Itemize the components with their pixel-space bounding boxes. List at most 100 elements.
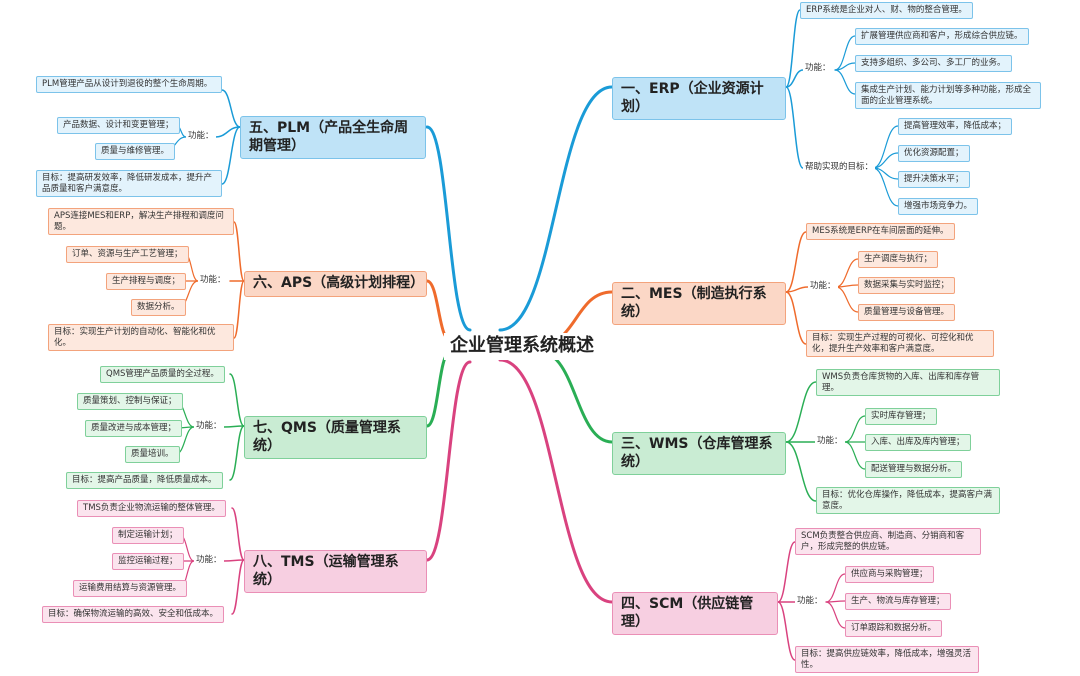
aps-function-item: 数据分析。	[131, 299, 186, 316]
connector-line	[825, 601, 846, 629]
mes-function-item: 质量管理与设备管理。	[858, 304, 956, 321]
branch-erp: 一、ERP（企业资源计划）	[612, 77, 786, 120]
erp-goal-item: 优化资源配置；	[898, 145, 970, 162]
scm-function-item: 订单跟踪和数据分析。	[845, 620, 943, 637]
mes-functions-label: 功能：	[808, 281, 838, 292]
connector-line	[835, 286, 859, 313]
wms-description: WMS负责仓库货物的入库、出库和库存管理。	[816, 369, 1000, 397]
connector-line	[872, 167, 899, 207]
qms-function-item: 质量培训。	[125, 446, 180, 463]
erp-functions-label: 功能：	[803, 63, 833, 74]
scm-description: SCM负责整合供应商、制造商、分销商和客户，形成完整的供应链。	[795, 528, 981, 556]
connector-line	[785, 291, 807, 345]
plm-functions-label: 功能：	[186, 131, 216, 142]
tms-function-item: 运输费用结算与资源管理。	[73, 580, 188, 597]
connector-line	[214, 126, 241, 138]
plm-function-item: 质量与维修管理。	[95, 143, 176, 160]
connector-line	[221, 126, 241, 185]
connector-line	[825, 573, 846, 603]
connector-line	[785, 286, 809, 293]
connector-line	[785, 9, 801, 88]
erp-function-item: 集成生产计划、能力计划等多种功能，形成全面的企业管理系统。	[855, 82, 1041, 110]
connector-line	[229, 425, 245, 481]
connector-line	[835, 258, 859, 288]
wms-function-item: 配送管理与数据分析。	[865, 461, 963, 478]
connector-line	[872, 152, 899, 169]
scm-functions-label: 功能：	[795, 596, 825, 607]
connector-line	[785, 69, 804, 88]
scm-function-item: 供应商与采购管理；	[845, 566, 934, 583]
connector-line	[844, 441, 866, 470]
connector-line	[785, 381, 817, 443]
erp-goal-item: 提高管理效率，降低成本；	[898, 118, 1013, 135]
scm-function-item: 生产、物流与库存管理；	[845, 593, 951, 610]
plm-function-item: 产品数据、设计和变更管理；	[57, 117, 180, 134]
connector-line	[425, 350, 452, 428]
connector-line	[834, 62, 856, 71]
mes-description: MES系统是ERP在车间层面的延伸。	[806, 223, 955, 240]
aps-functions-label: 功能：	[198, 275, 228, 286]
connector-line	[223, 425, 245, 428]
erp-goal-item: 提升决策水平；	[898, 171, 970, 188]
tms-function-item: 制定运输计划；	[112, 527, 184, 544]
mes-goal: 目标：实现生产过程的可视化、可控化和优化，提升生产效率和客户满意度。	[806, 330, 994, 358]
qms-function-item: 质量策划、控制与保证；	[77, 393, 183, 410]
connector-line	[229, 373, 245, 427]
erp-function-item: 扩展管理供应商和客户，形成综合供应链。	[855, 28, 1029, 45]
qms-goal: 目标：提高产品质量，降低质量成本。	[66, 472, 223, 489]
branch-aps: 六、APS（高级计划排程）	[244, 271, 427, 297]
erp-description: ERP系统是企业对人、财、物的整合管理。	[800, 2, 973, 19]
wms-function-item: 实时库存管理；	[865, 408, 937, 425]
connector-line	[223, 559, 245, 562]
connector-line	[785, 86, 804, 169]
qms-description: QMS管理产品质量的全过程。	[100, 366, 225, 383]
branch-plm: 五、PLM（产品全生命周期管理）	[240, 116, 426, 159]
connector-line	[777, 601, 796, 661]
connector-line	[425, 360, 472, 562]
connector-line	[844, 415, 866, 443]
connector-line	[498, 358, 614, 604]
qms-functions-label: 功能：	[194, 421, 224, 432]
qms-function-item: 质量改进与成本管理；	[85, 420, 183, 437]
branch-scm: 四、SCM（供应链管理）	[612, 592, 778, 635]
mes-function-item: 数据采集与实时监控；	[858, 277, 956, 294]
connector-line	[425, 279, 452, 342]
tms-goal: 目标：确保物流运输的高效、安全和低成本。	[42, 606, 225, 623]
aps-function-item: 生产排程与调度；	[106, 273, 187, 290]
plm-description: PLM管理产品从设计到退役的整个生命周期。	[36, 76, 222, 93]
branch-tms: 八、TMS（运输管理系统）	[244, 550, 427, 593]
erp-goals-label: 帮助实现的目标：	[803, 162, 876, 173]
branch-mes: 二、MES（制造执行系统）	[612, 282, 786, 325]
wms-function-item: 入库、出库及库内管理；	[865, 434, 971, 451]
central-topic: 企业管理系统概述	[444, 333, 600, 360]
wms-functions-label: 功能：	[815, 436, 845, 447]
connector-line	[777, 541, 796, 603]
connector-line	[834, 69, 856, 95]
mes-function-item: 生产调度与执行；	[858, 251, 939, 268]
aps-description: APS连接MES和ERP，解决生产排程和调度问题。	[48, 208, 234, 236]
connector-line	[221, 89, 241, 128]
connector-line	[231, 507, 245, 561]
tms-description: TMS负责企业物流运输的整体管理。	[77, 500, 226, 517]
branch-qms: 七、QMS（质量管理系统）	[244, 416, 427, 459]
erp-goal-item: 增强市场竞争力。	[898, 198, 979, 215]
aps-goal: 目标：实现生产计划的自动化、智能化和优化。	[48, 324, 234, 352]
plm-goal: 目标：提高研发效率，降低研发成本，提升产品质量和客户满意度。	[36, 170, 222, 198]
branch-wms: 三、WMS（仓库管理系统）	[612, 432, 786, 475]
wms-goal: 目标：优化仓库操作，降低成本，提高客户满意度。	[816, 487, 1000, 515]
connector-line	[785, 231, 807, 293]
tms-function-item: 监控运输过程；	[112, 553, 184, 570]
connector-line	[233, 221, 245, 282]
connector-line	[872, 125, 899, 169]
connector-line	[498, 85, 614, 332]
connector-line	[834, 35, 856, 71]
aps-function-item: 订单、资源与生产工艺管理；	[66, 246, 189, 263]
erp-function-item: 支持多组织、多公司、多工厂的业务。	[855, 55, 1012, 72]
connector-line	[538, 350, 614, 444]
tms-functions-label: 功能：	[194, 555, 224, 566]
scm-goal: 目标：提高供应链效率，降低成本，增强灵活性。	[795, 646, 979, 674]
connector-line	[425, 125, 472, 332]
connector-line	[233, 280, 245, 339]
connector-line	[231, 559, 245, 615]
connector-line	[785, 441, 817, 502]
